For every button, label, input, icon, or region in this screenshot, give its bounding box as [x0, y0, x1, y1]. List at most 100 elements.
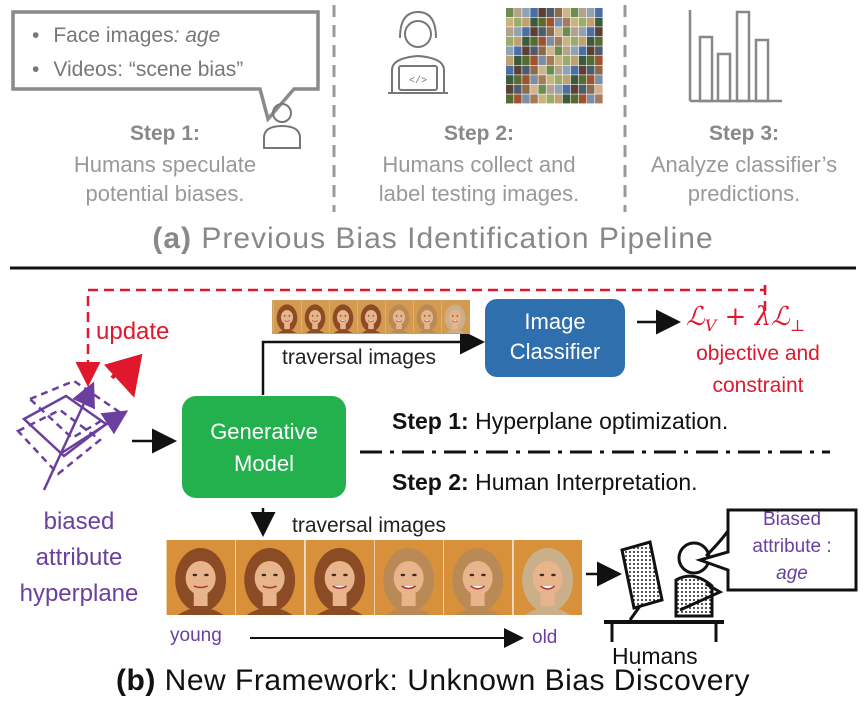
- step2-title: Step 2:: [443, 122, 514, 145]
- step3-title: Step 3:: [708, 122, 779, 145]
- mosaic-tile: [562, 84, 571, 94]
- mosaic-tile: [570, 94, 579, 104]
- mosaic-tile: [506, 17, 514, 27]
- mosaic-tile: [587, 17, 595, 27]
- face-image: [512, 540, 582, 615]
- mosaic-tile: [578, 65, 587, 75]
- mosaic-tile: [522, 84, 530, 94]
- mosaic-tile: [595, 94, 603, 104]
- mosaic-tile: [506, 56, 514, 65]
- mosaic-tile: [562, 46, 571, 56]
- mosaic-tile: [546, 65, 554, 75]
- mosaic-tile: [587, 46, 595, 56]
- mosaic-tile: [562, 65, 571, 75]
- face-image: [385, 301, 413, 333]
- mosaic-tile: [514, 94, 522, 104]
- generative-model-box: Generative Model: [182, 396, 346, 498]
- objective-text: objective and constraint: [696, 342, 820, 397]
- mosaic-tile: [546, 56, 554, 65]
- face-image: [441, 301, 469, 333]
- mosaic-tile: [530, 17, 538, 27]
- mosaic-tile: [595, 56, 603, 65]
- mosaic-tile: [587, 84, 595, 94]
- mosaic-tile: [578, 94, 587, 104]
- hyperplane-label: biased attribute hyperplane: [19, 508, 139, 607]
- mosaic-tile: [578, 75, 587, 85]
- mosaic-tile: [554, 17, 563, 27]
- mosaic-tile: [530, 36, 538, 46]
- face-image: [273, 301, 301, 333]
- human-desk-icon: [604, 527, 732, 642]
- mosaic-tile: [506, 27, 514, 37]
- mosaic-tile: [587, 8, 595, 17]
- mosaic-tile: [530, 94, 538, 104]
- mosaic-tile: [595, 8, 603, 17]
- young-label: young: [170, 625, 222, 646]
- mosaic-tile: [522, 36, 530, 46]
- mosaic-tile: [522, 27, 530, 37]
- mosaic-tile: [522, 8, 530, 17]
- mosaic-tile: [530, 46, 538, 56]
- face-image: [443, 540, 513, 615]
- objective-formula: ℒV + λℒ⊥: [686, 302, 805, 336]
- traversal-bottom-label: traversal images: [292, 514, 447, 537]
- mosaic-tile: [506, 8, 514, 17]
- mosaic-tile: [578, 17, 587, 27]
- mosaic-tile: [587, 75, 595, 85]
- mosaic-tile: [546, 75, 554, 85]
- face-image: [329, 301, 357, 333]
- mosaic-tile: [530, 65, 538, 75]
- mosaic-tile: [554, 27, 563, 37]
- mosaic-tile: [546, 94, 554, 104]
- mosaic-tile: [554, 46, 563, 56]
- mosaic-tile: [554, 84, 563, 94]
- mosaic-tile: [570, 56, 579, 65]
- mosaic-tile: [514, 84, 522, 94]
- person-laptop-icon: </>: [388, 10, 448, 94]
- step1-desc-line2: potential biases.: [85, 181, 245, 206]
- svg-text:</>: </>: [409, 75, 427, 87]
- hyperplane-icon: [15, 379, 129, 491]
- mosaic-tile: [595, 65, 603, 75]
- face-image: [166, 540, 236, 615]
- mosaic-tile: [538, 27, 546, 37]
- mosaic-tile: [562, 17, 571, 27]
- mosaic-tile: [530, 56, 538, 65]
- mosaic-tile: [578, 27, 587, 37]
- mosaic-tile: [514, 56, 522, 65]
- mosaic-tile: [506, 84, 514, 94]
- step3-desc-line2: predictions.: [687, 181, 801, 206]
- mosaic-tile: [554, 94, 563, 104]
- mosaic-tile: [506, 65, 514, 75]
- bubble-item-1: •Face images: age: [32, 24, 221, 47]
- mosaic-tile: [506, 36, 514, 46]
- mosaic-tile: [554, 65, 563, 75]
- step1-desc-line1: Humans speculate: [73, 152, 257, 177]
- mosaic-tile: [595, 84, 603, 94]
- image-classifier-box: Image Classifier: [485, 299, 625, 377]
- mosaic-tile: [530, 8, 538, 17]
- section-b-title: (b) New Framework: Unknown Bias Discover…: [116, 664, 750, 697]
- mosaic-tile: [506, 46, 514, 56]
- mosaic-tile: [570, 17, 579, 27]
- mosaic-tile: [562, 56, 571, 65]
- mosaic-tile: [570, 46, 579, 56]
- mosaic-tile: [514, 36, 522, 46]
- mosaic-tile: [538, 56, 546, 65]
- section-a-title: (a) Previous Bias Identification Pipelin…: [152, 222, 714, 255]
- face-image: [304, 540, 374, 615]
- update-label: update: [96, 318, 170, 345]
- mosaic-tile: [587, 27, 595, 37]
- face-image: [235, 540, 305, 615]
- mosaic-tile: [522, 46, 530, 56]
- mosaic-tile: [506, 94, 514, 104]
- mosaic-tile: [554, 36, 563, 46]
- pipeline-a-graphics: </>: [10, 5, 856, 270]
- mosaic-tile: [514, 8, 522, 17]
- mosaic-tile: [554, 75, 563, 85]
- mosaic-tile: [522, 56, 530, 65]
- image-mosaic: [506, 8, 603, 104]
- mosaic-tile: [538, 65, 546, 75]
- step2-desc-line2: label testing images.: [378, 181, 580, 206]
